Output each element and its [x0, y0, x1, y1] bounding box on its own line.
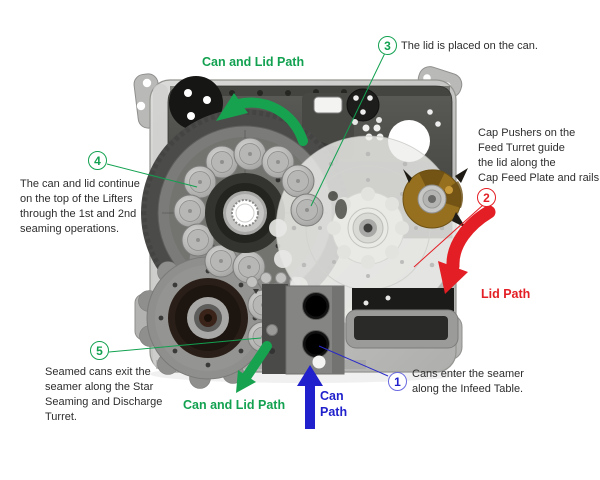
- callout-3-text: The lid is placed on the can.: [401, 40, 538, 52]
- callout-1-line: [318, 345, 389, 377]
- callout-1-text: Cans enter the seamer along the Infeed T…: [412, 368, 524, 395]
- callout-4-text: The can and lid continue on the top of t…: [20, 178, 140, 235]
- callout-5-number: 5: [90, 341, 109, 360]
- callout-3-line: [310, 52, 386, 207]
- callout-4-line: [106, 163, 198, 188]
- can-lid-path-arrow-bottom: [242, 341, 272, 381]
- callout-2-number: 2: [477, 188, 496, 207]
- brass-pusher-hub: [402, 168, 468, 229]
- infeed-block: [262, 284, 345, 375]
- lifter-knobs: [173, 137, 295, 353]
- callout-2-line: [413, 204, 484, 268]
- callout-5-text: Seamed cans exit the seamer along the St…: [45, 366, 163, 423]
- lid-path-label: Lid Path: [481, 287, 531, 301]
- path-arrows: [216, 93, 496, 429]
- callout-3-number: 3: [378, 36, 397, 55]
- callout-lines: [106, 52, 484, 377]
- can-lid-path-label-bottom: Can and Lid Path: [183, 398, 286, 412]
- callout-4-number: 4: [88, 151, 107, 170]
- can-lid-path-arrow-top: [233, 97, 308, 146]
- seaming-turret-hub: [205, 173, 285, 253]
- can-lid-path-label-top: Can and Lid Path: [202, 55, 305, 69]
- callout-1-number: 1: [388, 372, 407, 391]
- can-path-label: Can Path: [320, 389, 348, 419]
- callout-5-line: [108, 337, 262, 353]
- lid-path-arrow: [446, 205, 496, 273]
- lifter-knobs-front: [281, 164, 324, 227]
- infeed-table-tray: [345, 288, 459, 349]
- callout-2-text: Cap Pushers on the Feed Turret guide the…: [478, 127, 600, 184]
